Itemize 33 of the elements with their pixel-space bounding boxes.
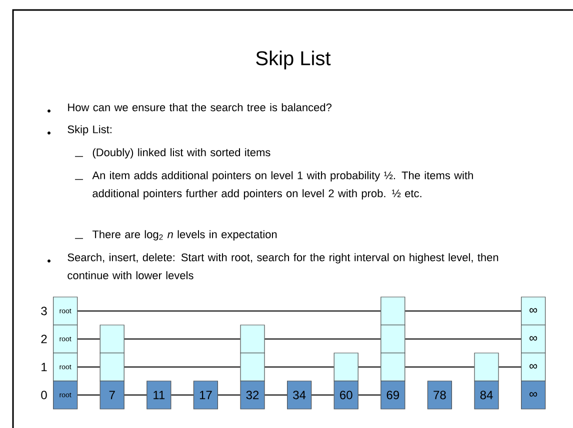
bullet-text: Skip List: (68, 125, 112, 136)
sentinel-cell: ∞ (521, 380, 546, 410)
level-number: 1 (42, 362, 47, 372)
key-cell: 60 (334, 380, 358, 410)
bullet-text: Search, insert, delete: Start with root, search for the right interval on highest level, then continue with lower levels (68, 253, 498, 280)
list-cell (380, 324, 406, 354)
list-cell (240, 352, 265, 382)
list-cell (334, 352, 358, 382)
level-number: 2 (41, 334, 47, 344)
list-cell (100, 352, 124, 382)
title: Skip List (256, 50, 331, 70)
bullet-text: (Doubly) linked list with sorted items (92, 148, 270, 158)
bullet-text: An item adds additional pointers on level 1 with probability ½. The items with additional pointers further add pointers on level 2 with prob. ½ etc. (92, 171, 473, 200)
key-cell: 84 (474, 380, 499, 410)
key-cell: 69 (380, 380, 406, 410)
key-cell: 11 (146, 380, 172, 410)
level-number: 3 (41, 306, 47, 316)
level-number: 0 (41, 390, 47, 400)
list-cell (474, 352, 499, 382)
key-cell: 78 (427, 380, 452, 410)
list-cell (240, 324, 265, 354)
sentinel-cell: ∞ (521, 352, 546, 382)
list-cell (380, 352, 406, 382)
list-cell (380, 296, 406, 326)
key-cell: 17 (193, 380, 218, 410)
sentinel-cell: ∞ (521, 296, 546, 326)
list-cell (100, 324, 124, 354)
sentinel-cell: ∞ (521, 324, 546, 354)
key-cell: 7 (100, 380, 124, 410)
bullet-text: How can we ensure that the search tree is balanced? (68, 103, 332, 112)
key-cell: 32 (240, 380, 265, 410)
key-cell: 34 (287, 380, 312, 410)
bullet-text: There are log$_{2}$ n levels in expectation (92, 230, 277, 240)
